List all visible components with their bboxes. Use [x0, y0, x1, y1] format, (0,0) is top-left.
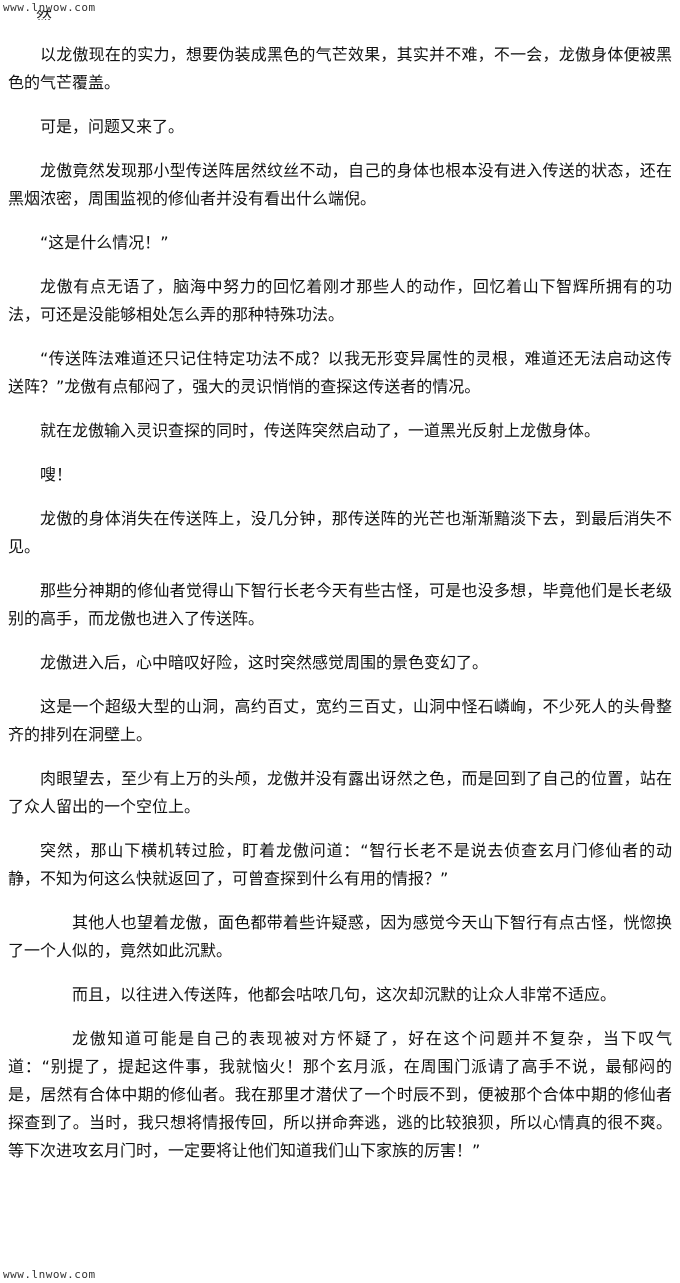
- article-body: 以龙傲现在的实力，想要伪装成黑色的气芒效果，其实并不难，不一会，龙傲身体便被黑色…: [8, 41, 672, 1165]
- paragraph: 龙傲的身体消失在传送阵上，没几分钟，那传送阵的光芒也渐渐黯淡下去，到最后消失不见…: [8, 509, 672, 556]
- paragraph: 龙傲知道可能是自己的表现被对方怀疑了，好在这个问题并不复杂，当下叹气道：“别提了…: [8, 1029, 672, 1160]
- paragraph: 那些分神期的修仙者觉得山下智行长老今天有些古怪，可是也没多想，毕竟他们是长老级别…: [8, 581, 672, 628]
- paragraph: 以龙傲现在的实力，想要伪装成黑色的气芒效果，其实并不难，不一会，龙傲身体便被黑色…: [8, 45, 672, 92]
- paragraph: 龙傲有点无语了，脑海中努力的回忆着刚才那些人的动作，回忆着山下智辉所拥有的功法，…: [8, 277, 672, 324]
- cropped-text-fragment: 然道: [36, 10, 53, 20]
- paragraph: 肉眼望去，至少有上万的头颅，龙傲并没有露出讶然之色，而是回到了自己的位置，站在了…: [8, 769, 672, 816]
- paragraph: 其他人也望着龙傲，面色都带着些许疑惑，因为感觉今天山下智行有点古怪，恍惚换了一个…: [8, 913, 672, 960]
- watermark-bottom: www.lnwow.com: [3, 1268, 96, 1281]
- paragraph: 就在龙傲输入灵识查探的同时，传送阵突然启动了，一道黑光反射上龙傲身体。: [40, 421, 601, 440]
- paragraph: 嗖！: [40, 465, 73, 484]
- paragraph: 这是一个超级大型的山洞，高约百丈，宽约三百丈，山洞中怪石嶙峋，不少死人的头骨整齐…: [8, 697, 672, 744]
- paragraph: 龙傲进入后，心中暗叹好险，这时突然感觉周围的景色变幻了。: [40, 653, 489, 672]
- watermark-top: www.lnwow.com: [3, 1, 96, 14]
- paragraph: “传送阵法难道还只记住特定功法不成？以我无形变异属性的灵根，难道还无法启动这传送…: [8, 349, 672, 396]
- paragraph: 而且，以往进入传送阵，他都会咕哝几句，这次却沉默的让众人非常不适应。: [72, 985, 617, 1004]
- paragraph: 可是，问题又来了。: [40, 117, 185, 136]
- paragraph: 突然，那山下横机转过脸，盯着龙傲问道：“智行长老不是说去侦查玄月门修仙者的动静，…: [8, 841, 672, 888]
- paragraph: “这是什么情况！”: [40, 233, 169, 252]
- paragraph: 龙傲竟然发现那小型传送阵居然纹丝不动，自己的身体也根本没有进入传送的状态，还在黑…: [8, 161, 672, 208]
